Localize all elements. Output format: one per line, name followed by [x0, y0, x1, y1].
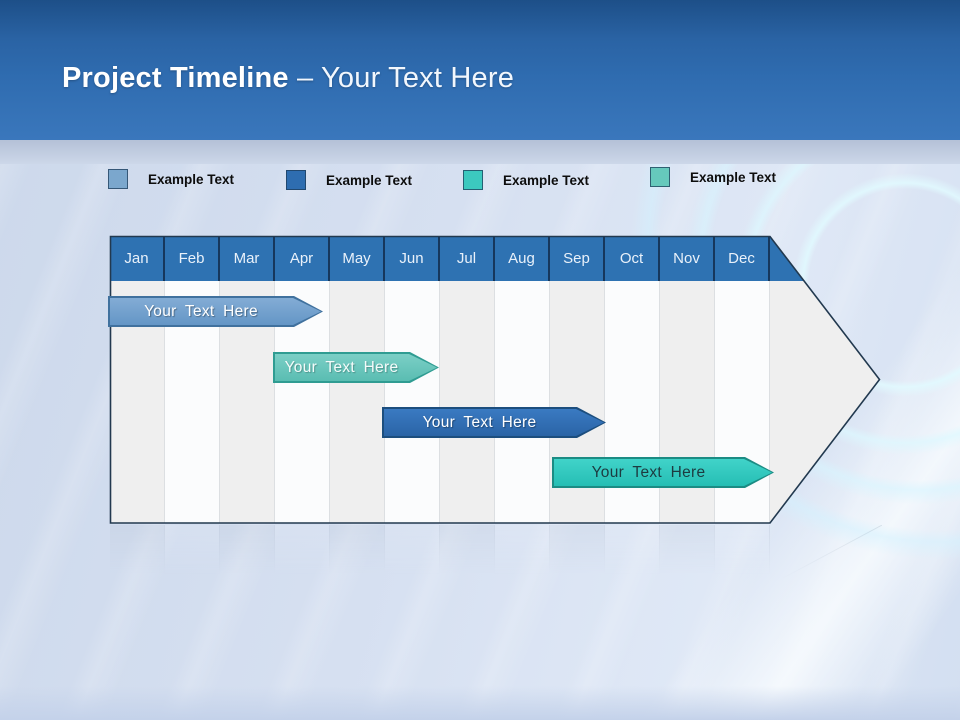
timeline-month-labels: Jan Feb Mar Apr May Jun Jul Aug Sep Oct …	[110, 236, 770, 281]
bar-label: Your Text Here	[144, 302, 258, 320]
month-cell-mar: Mar	[220, 236, 275, 281]
background-bottom-band	[0, 686, 960, 720]
legend-swatch-blue	[286, 170, 306, 190]
month-cell-feb: Feb	[165, 236, 220, 281]
legend-label: Example Text	[148, 172, 235, 187]
slide-header: Project Timeline – Your Text Here	[0, 0, 960, 140]
month-cell-aug: Aug	[495, 236, 550, 281]
legend-swatch-light-teal	[650, 167, 670, 187]
timeline-bar-apr-jun: Your Text Here	[273, 352, 439, 383]
slide-title-bold: Project Timeline	[62, 62, 289, 94]
bar-arrow-shape	[552, 457, 774, 488]
legend-label: Example Text	[503, 173, 590, 188]
legend-swatch-turquoise	[463, 170, 483, 190]
month-cell-jan: Jan	[110, 236, 165, 281]
bar-arrow-shape	[382, 407, 606, 438]
timeline-reflection-tip	[770, 525, 882, 585]
month-cell-dec: Dec	[715, 236, 770, 281]
month-cell-nov: Nov	[660, 236, 715, 281]
legend-label: Example Text	[326, 173, 413, 188]
legend-swatch-light-steel-blue	[108, 169, 128, 189]
timeline-reflection	[110, 525, 770, 583]
bar-label: Your Text Here	[284, 358, 399, 376]
header-divider-band	[0, 140, 960, 164]
month-cell-apr: Apr	[275, 236, 330, 281]
month-cell-may: May	[330, 236, 385, 281]
month-cell-oct: Oct	[605, 236, 660, 281]
slide-title: Project Timeline – Your Text Here	[62, 62, 514, 95]
bar-label: Your Text Here	[422, 413, 537, 431]
timeline-bar-jan-apr: Your Text Here	[108, 296, 323, 327]
month-cell-jun: Jun	[385, 236, 440, 281]
bar-label: Your Text Here	[591, 463, 706, 481]
timeline-bar-jun-sep: Your Text Here	[382, 407, 606, 438]
month-cell-sep: Sep	[550, 236, 605, 281]
month-cell-jul: Jul	[440, 236, 495, 281]
slide-title-regular: – Your Text Here	[296, 62, 515, 94]
timeline-bar-sep-dec: Your Text Here	[552, 457, 774, 488]
legend-label: Example Text	[690, 170, 777, 185]
bar-arrow-shape	[108, 296, 323, 327]
bar-arrow-shape	[273, 352, 439, 383]
